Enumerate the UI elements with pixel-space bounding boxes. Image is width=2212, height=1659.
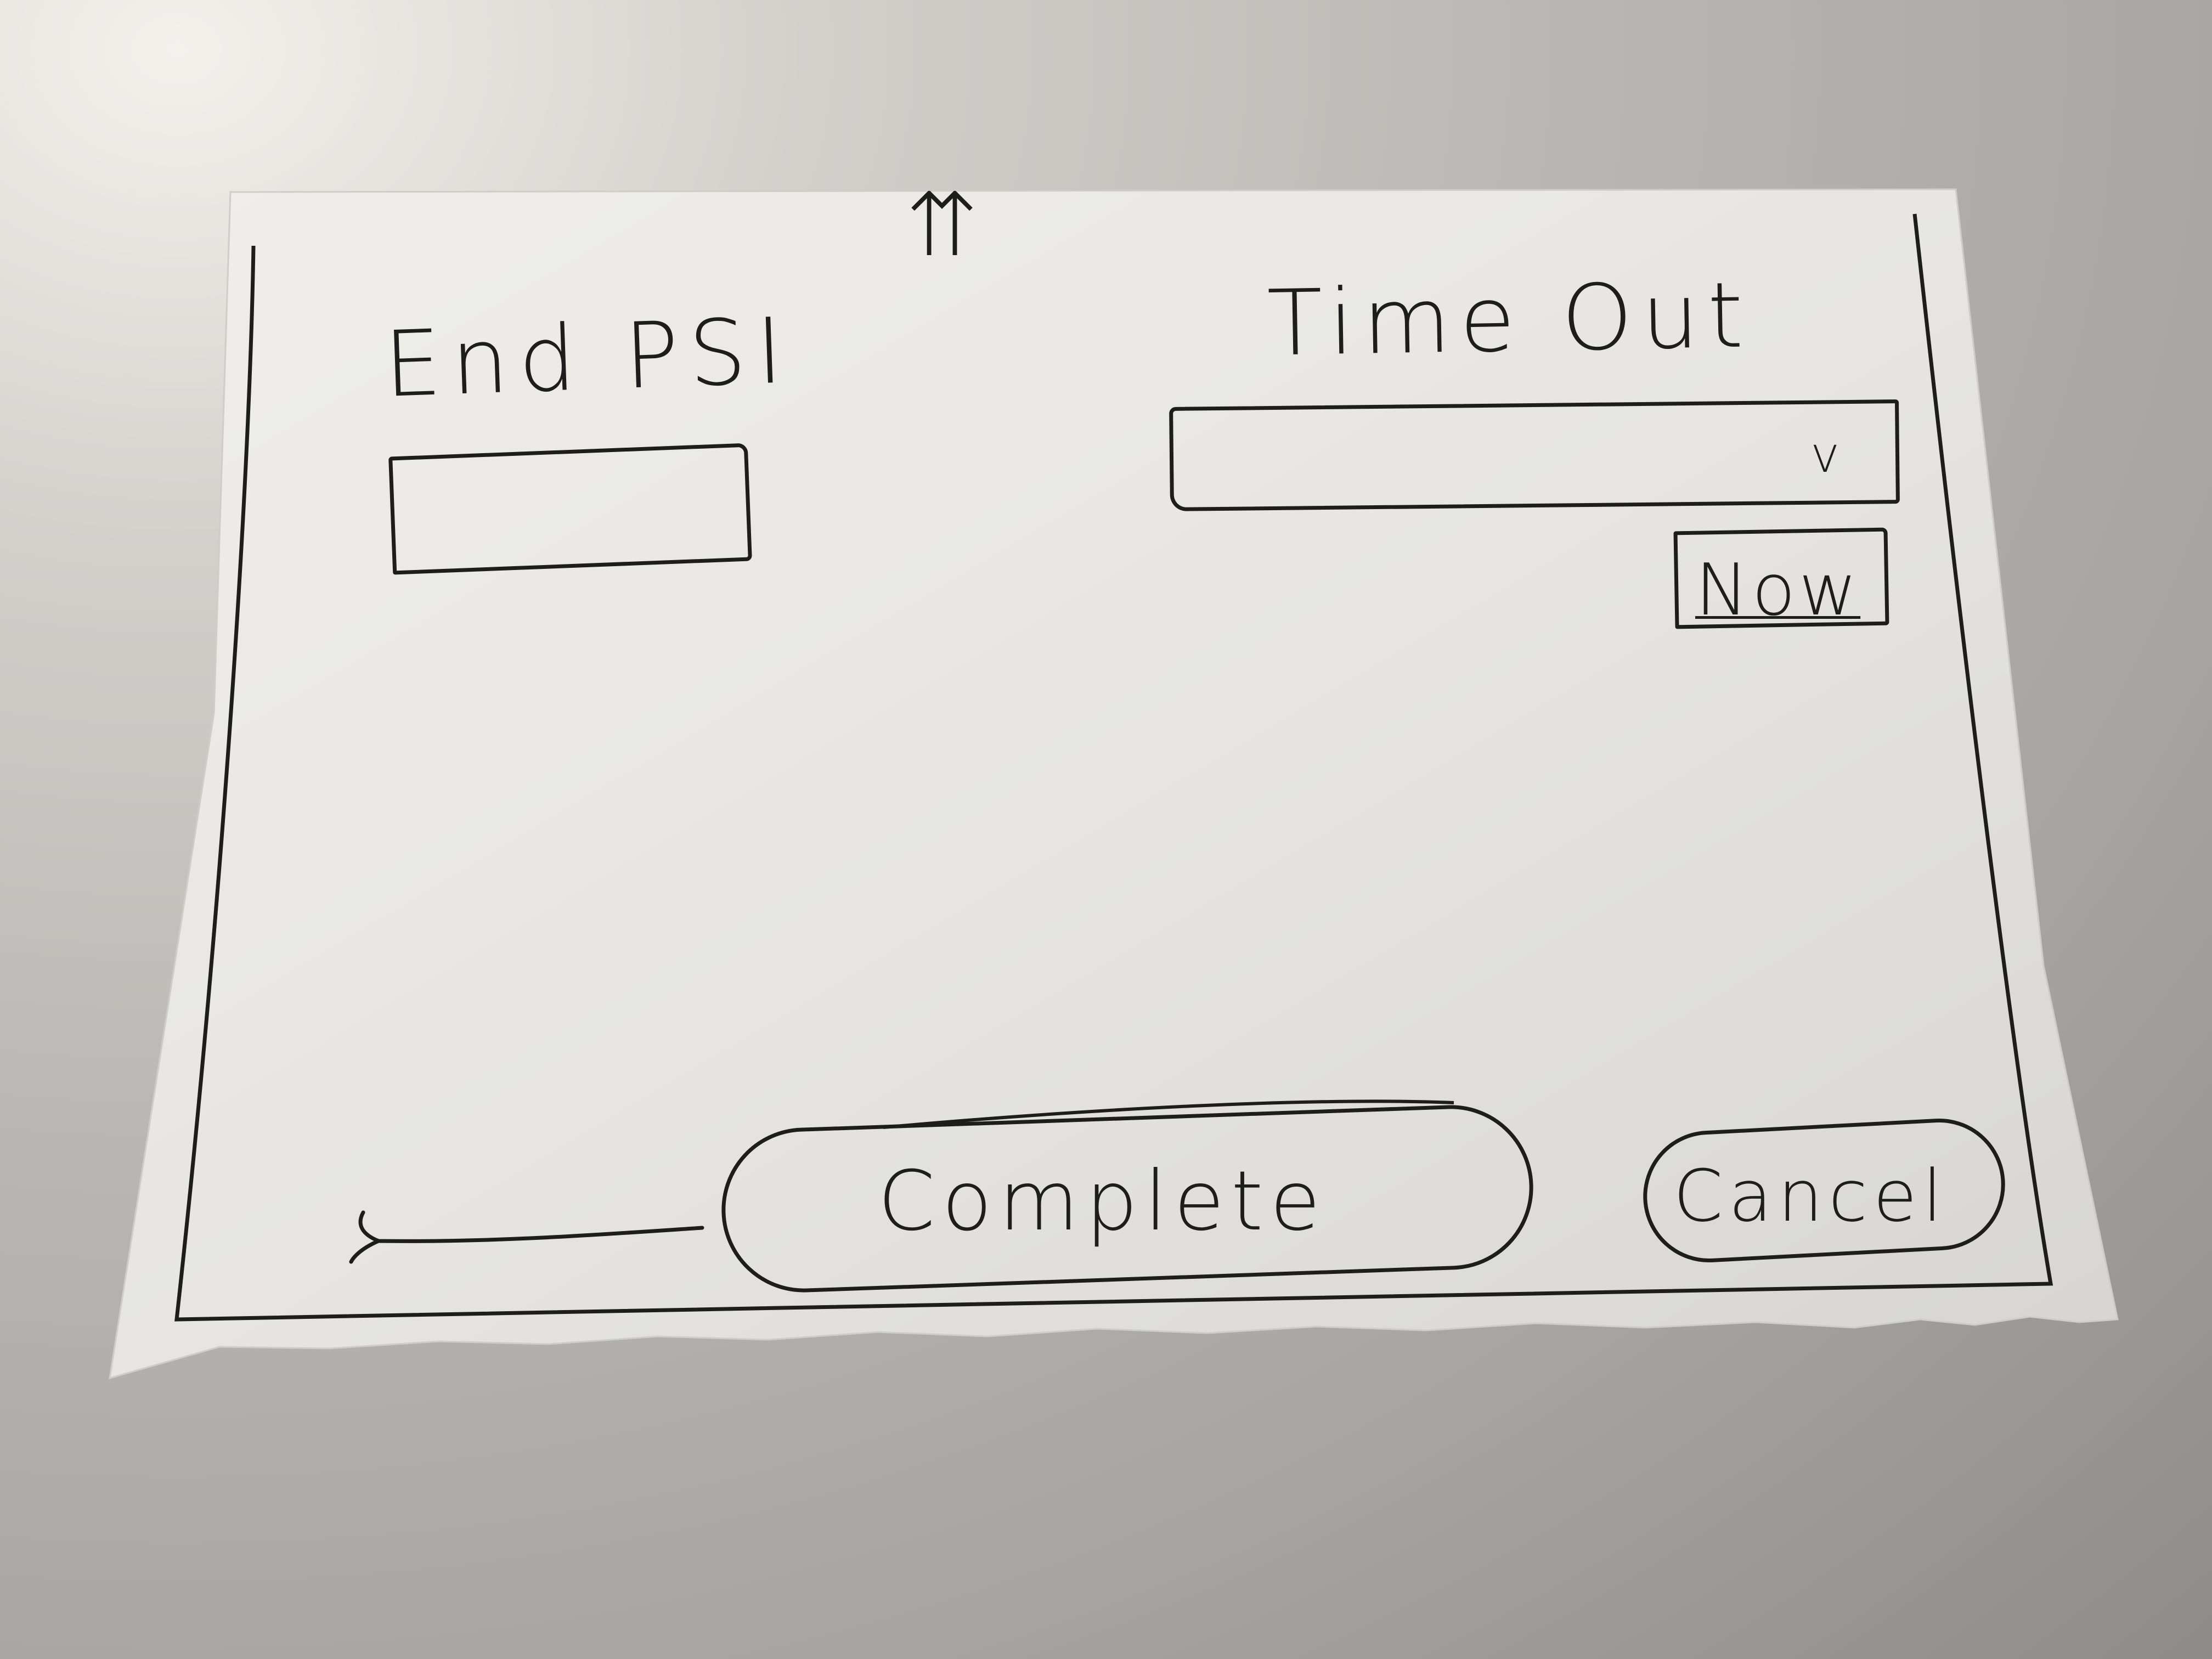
time-out-dropdown[interactable] — [1169, 399, 1900, 511]
end-psi-input[interactable] — [388, 443, 752, 575]
now-button-label: Now — [1695, 548, 1861, 631]
double-up-arrow-icon[interactable]: ⇈ — [905, 173, 979, 276]
cancel-button-label: Cancel — [1673, 1154, 1948, 1238]
end-psi-label: End PSI — [382, 298, 795, 417]
paper — [109, 188, 2119, 1380]
time-out-label: Time Out — [1266, 262, 1753, 376]
complete-button-label: Complete — [878, 1154, 1327, 1249]
chevron-down-icon[interactable]: v — [1810, 426, 1840, 484]
device-frame — [174, 213, 2053, 1322]
